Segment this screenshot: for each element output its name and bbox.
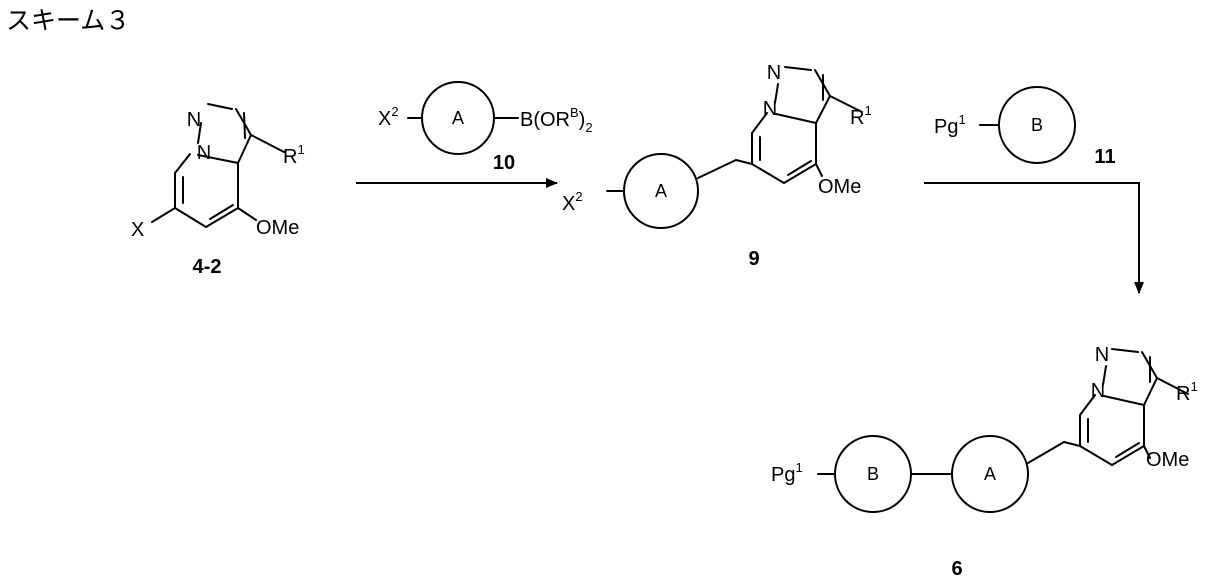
compound-9-x-text: X: [562, 193, 575, 215]
compound-9-ome-label: OMe: [818, 176, 861, 198]
compound-6-pg-text: Pg: [771, 464, 795, 486]
compound-4-2-r-sup: 1: [297, 142, 304, 157]
compound-9-atom-n1: N: [767, 62, 781, 84]
compound-4-2-r1-group: R1: [283, 142, 305, 168]
compound-9-x2-label: X2: [562, 189, 583, 215]
compound-6-pg-sup: 1: [795, 460, 802, 475]
reagent-11-pg-text: Pg: [934, 116, 958, 138]
compound-6-atom-n1: N: [1095, 344, 1109, 366]
compound-9-id: 9: [748, 248, 759, 270]
compound-6-id: 6: [951, 558, 962, 580]
reagent-10-x-sup: 2: [391, 104, 398, 119]
compound-4-2-bonds: [152, 104, 284, 227]
reagent-10-ring-a-label: A: [452, 108, 464, 128]
reagent-11-pg-sup: 1: [958, 112, 965, 127]
compound-9-ring-link: [698, 160, 736, 178]
reagent-10-boron-close: ): [579, 109, 586, 131]
compound-4-2-r1-label: R1: [283, 142, 305, 168]
compound-6-bonds: [1064, 349, 1188, 465]
compound-6-r-sup: 1: [1190, 379, 1197, 394]
reagent-10-boronic-ester-label: B(ORB)2: [520, 105, 593, 135]
reagent-10-x2-label: X2: [378, 104, 399, 130]
reagent-11-ring-b-label: B: [1031, 115, 1043, 135]
compound-4-2-id: 4-2: [193, 256, 222, 278]
compound-9-r1-label: R1: [850, 103, 872, 129]
reagent-11: Pg1 B 11: [934, 87, 1116, 168]
compound-6: Pg1 B A N N R1: [771, 344, 1198, 580]
reagent-10-boron-sub: 2: [585, 120, 592, 135]
compound-9-ring-a-label: A: [655, 181, 667, 201]
compound-6-ring-b-label: B: [867, 464, 879, 484]
compound-6-pg1-label: Pg1: [771, 460, 803, 486]
compound-4-2-ome-label: OMe: [256, 217, 299, 239]
compound-6-atom-n2: N: [1091, 380, 1105, 402]
compound-9-r-sup: 1: [864, 103, 871, 118]
compound-9-r-text: R: [850, 107, 864, 129]
reagent-11-id: 11: [1094, 146, 1115, 168]
reagent-10-boron-sup: B: [570, 105, 579, 120]
reagent-10: X2 A B(ORB)2 10: [378, 82, 593, 174]
compound-4-2-atom-n1: N: [187, 109, 201, 131]
compound-6-r1-label: R1: [1176, 379, 1198, 405]
reagent-10-x-text: X: [378, 108, 391, 130]
reaction-arrow-2: [924, 183, 1139, 293]
compound-4-2: N N R1 X OMe 4-2: [131, 104, 305, 278]
compound-4-2-atom-n2: N: [197, 142, 211, 164]
compound-9-bonds: [736, 67, 862, 183]
compound-9-x-sup: 2: [575, 189, 582, 204]
reagent-10-boron-text: B(OR: [520, 109, 570, 131]
compound-6-r-text: R: [1176, 383, 1190, 405]
compound-6-ome-label: OMe: [1146, 449, 1189, 471]
reagent-10-id: 10: [493, 152, 515, 174]
compound-4-2-x-label: X: [131, 219, 144, 241]
compound-9: X2 A N N R1 OMe 9: [562, 62, 872, 270]
compound-6-ring-a-label: A: [984, 464, 996, 484]
reagent-11-pg1-label: Pg1: [934, 112, 966, 138]
compound-9-atom-n2: N: [763, 98, 777, 120]
compound-6-ring-a-link: [1028, 442, 1064, 463]
compound-4-2-r-text: R: [283, 146, 297, 168]
